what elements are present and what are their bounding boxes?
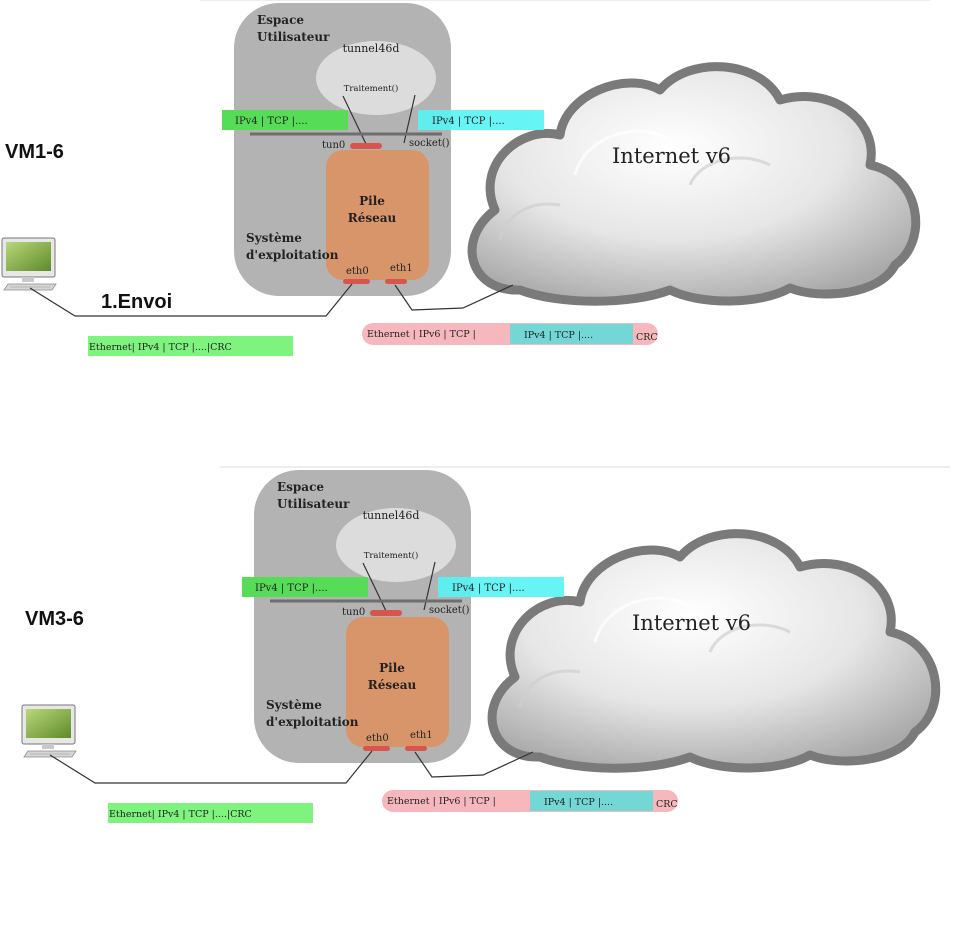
wan-frame-crc-label: CRC [636,332,658,343]
internet-cloud-icon [467,62,921,306]
process-function: Traitement() [364,550,419,561]
wan-inner-packet [510,324,633,344]
cyan-packet-label: IPv4 | TCP |.... [452,583,525,594]
wan-cable [394,284,514,311]
lan-frame-label: Ethernet| IPv4 | TCP |....|CRC [89,342,232,353]
desktop-computer-icon [21,704,77,758]
eth1-label: eth1 [410,730,433,741]
wan-frame-inner-label: IPv4 | TCP |.... [524,330,593,341]
tun0-label: tun0 [322,140,345,151]
tun-link [342,95,367,145]
eth1-port [405,746,427,751]
cyan-packet [438,577,564,597]
wan-inner-packet [530,791,653,811]
network-stack [326,150,429,280]
tun0-port [350,143,382,149]
wan-cable [414,751,534,778]
tun-link [362,562,387,612]
green-packet [222,110,348,130]
wan-frame-outer-label: Ethernet | IPv6 | TCP | [387,796,496,807]
lan-cable [49,750,373,784]
eth1-label: eth1 [390,263,413,274]
cloud-label: Internet v6 [612,144,731,168]
lan-frame-label: Ethernet| IPv4 | TCP |....|CRC [109,809,252,820]
wan-frame-outer-label: Ethernet | IPv6 | TCP | [367,329,476,340]
eth0-port [363,746,390,751]
lan-cable [29,283,353,317]
socket-label: socket() [409,138,450,149]
tun0-port [370,610,402,616]
tun0-label: tun0 [342,607,365,618]
action-label: 1.Envoi [101,291,172,313]
socket-label: socket() [429,605,470,616]
green-packet-label: IPv4 | TCP |.... [255,583,328,594]
wan-frame-crc-label: CRC [656,799,678,810]
eth1-port [385,279,407,284]
eth0-label: eth0 [346,266,369,277]
process-name: tunnel46d [363,509,420,522]
process-name: tunnel46d [343,42,400,55]
cyan-packet [418,110,544,130]
lan-frame [88,336,293,356]
cyan-packet-label: IPv4 | TCP |.... [432,116,505,127]
process-bubble [336,508,456,582]
desktop-computer-icon [1,237,57,291]
vm-label: VM1-6 [5,141,64,163]
eth0-port [343,279,370,284]
eth0-label: eth0 [366,733,389,744]
network-stack [346,617,449,747]
process-function: Traitement() [344,83,399,94]
lan-frame [108,803,313,823]
green-packet [242,577,368,597]
green-packet-label: IPv4 | TCP |.... [235,116,308,127]
cloud-label: Internet v6 [632,611,751,635]
wan-frame-inner-label: IPv4 | TCP |.... [544,797,613,808]
internet-cloud-icon [487,529,941,773]
vm-label: VM3-6 [25,608,84,630]
process-bubble [316,41,436,115]
